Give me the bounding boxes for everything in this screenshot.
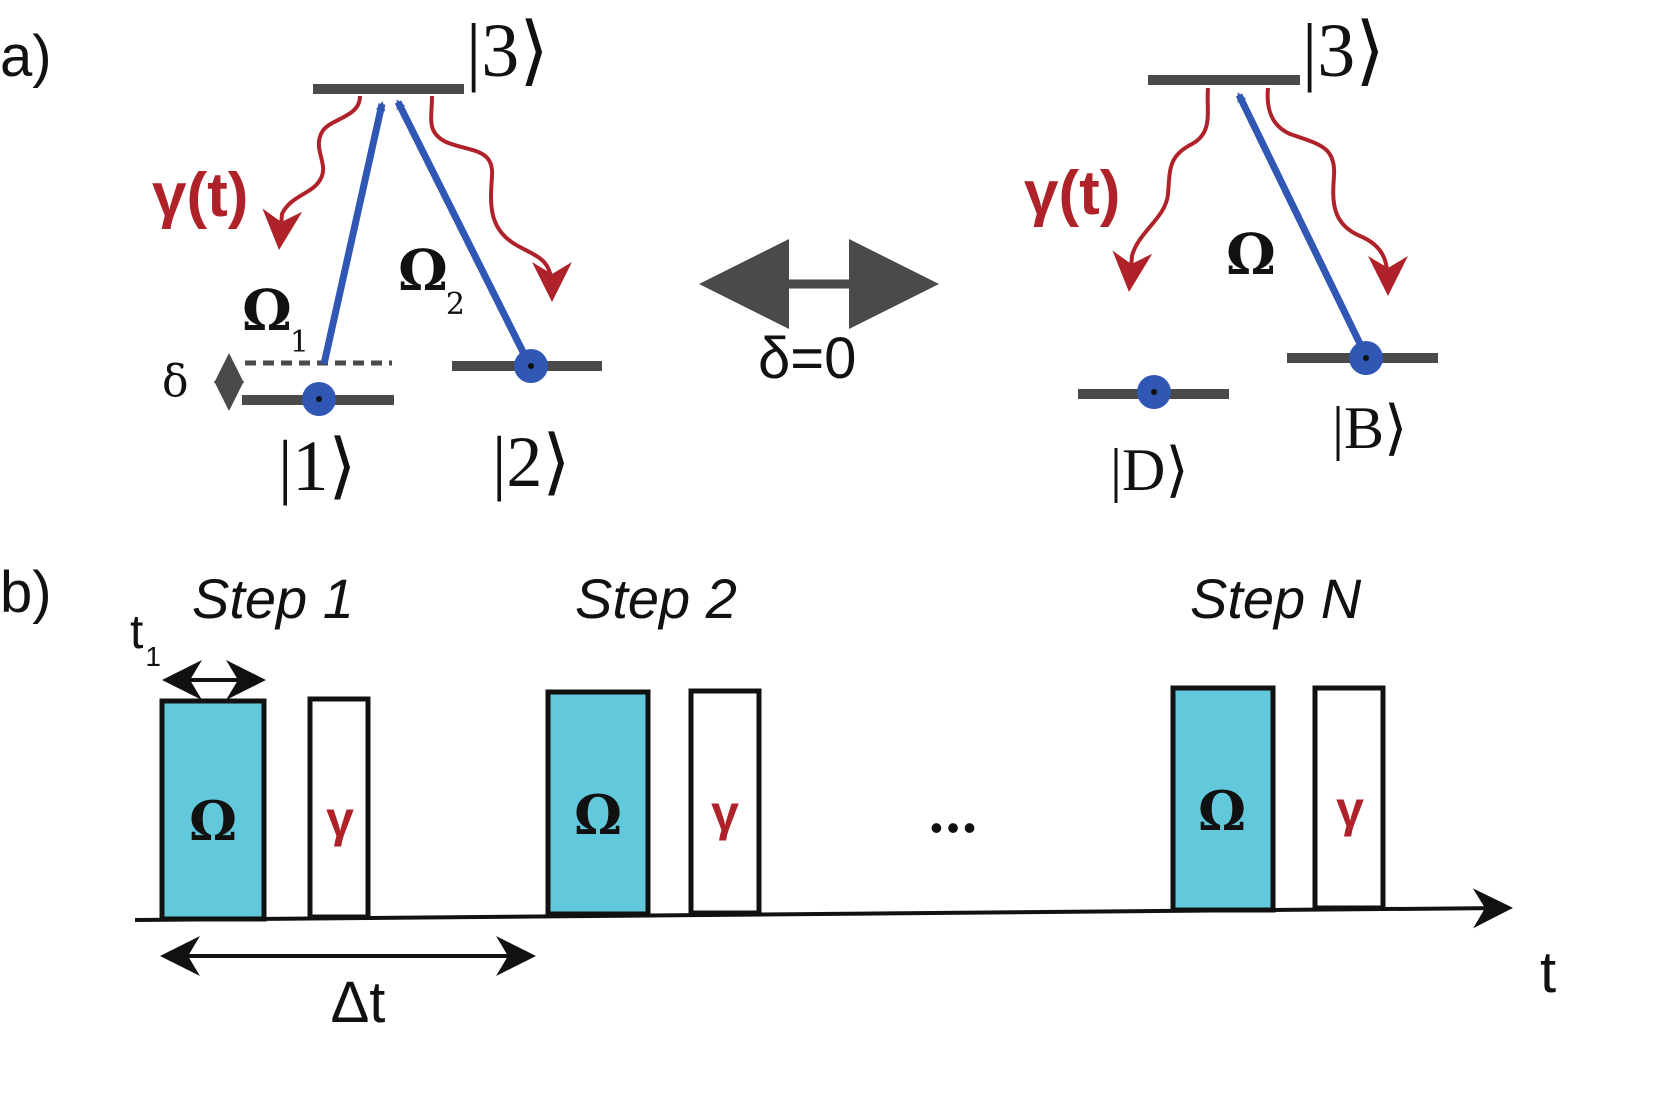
level-3-left-label: |3⟩: [466, 9, 549, 93]
omega-pulse-step-2: [545, 689, 651, 917]
ellipsis: •••: [930, 807, 980, 848]
step-period-label: Δt: [331, 970, 386, 1035]
decay-arrow-left-1: [262, 95, 362, 250]
level-3-right-label: |3⟩: [1302, 9, 1385, 93]
population-dot-bright-center: [1363, 355, 1369, 361]
decay-pulse-step-n-label: γ: [1336, 781, 1364, 837]
step-1-title: Step 1: [192, 567, 354, 630]
population-dot-dark-center: [1151, 389, 1157, 395]
omega-1-laser-arrow: [320, 101, 386, 365]
step-n-title: Step N: [1190, 567, 1362, 630]
panel-a-label: a): [0, 24, 52, 89]
detuning-zero-label: δ=0: [758, 326, 856, 391]
panel-b-label: b): [0, 560, 52, 625]
level-dark-label: |D⟩: [1110, 437, 1189, 503]
decay-arrow-left-2: [429, 95, 572, 302]
level-1-label: |1⟩: [278, 426, 357, 506]
decay-pulse-step-2-label: γ: [711, 785, 739, 841]
omega-pulse-step-1-label: Ω: [189, 789, 237, 853]
detuning-label: δ: [162, 356, 189, 407]
decay-pulse-step-1: [307, 696, 371, 920]
time-axis: [134, 888, 1513, 929]
omega-laser-arrow: [1235, 92, 1368, 354]
population-dot-1-center: [316, 396, 322, 402]
omega-2-laser-arrow: [394, 99, 531, 362]
time-axis-label: t: [1540, 940, 1556, 1005]
population-dot-2-center: [528, 363, 534, 369]
step-2-title: Step 2: [575, 567, 737, 630]
omega-label-right: Ω: [1226, 222, 1276, 288]
decay-rate-label-left: γ(t): [152, 161, 248, 230]
decay-pulse-step-1-label: γ: [326, 791, 354, 847]
decay-arrow-right-2: [1265, 87, 1408, 296]
omega-1-label: Ω1: [242, 278, 309, 360]
omega-pulse-step-n-label: Ω: [1198, 779, 1246, 843]
right-dark-bright-scheme: |3⟩ |D⟩ |B⟩ Ω γ(t): [1024, 9, 1438, 503]
decay-arrow-right-1: [1112, 87, 1210, 292]
level-2-label: |2⟩: [492, 422, 571, 502]
level-bright-label: |B⟩: [1332, 395, 1407, 461]
t1-label: t1: [130, 606, 161, 672]
omega-pulse-step-1: [159, 698, 267, 922]
omega-pulse-step-2-label: Ω: [574, 783, 622, 847]
decay-rate-label-right: γ(t): [1024, 159, 1120, 228]
